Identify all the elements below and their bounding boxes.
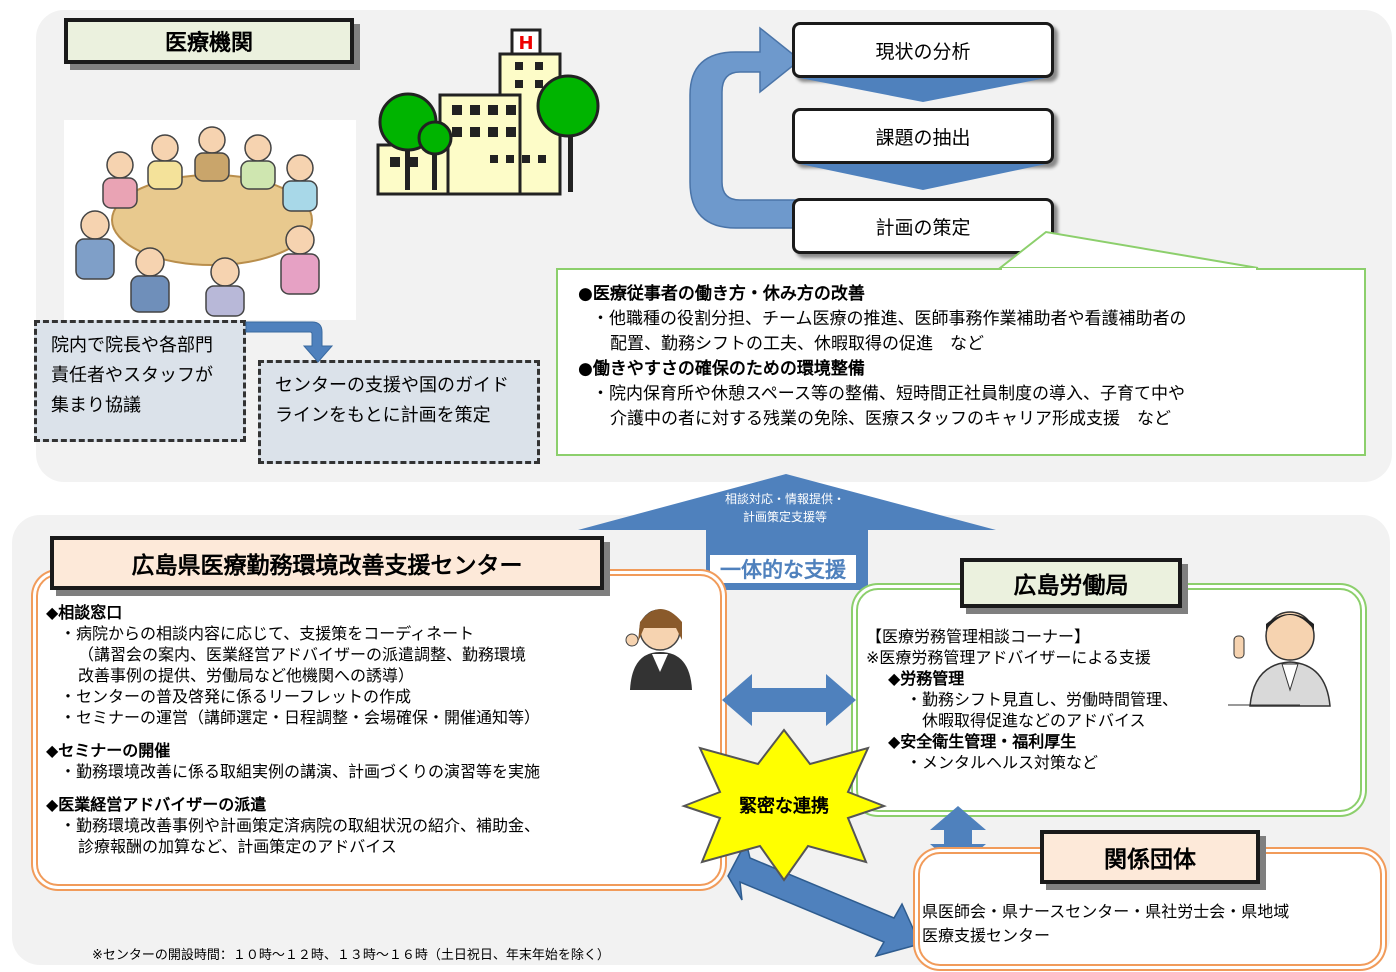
center-heading: ◆医業経営アドバイザーの派遣: [46, 795, 267, 814]
callout-line: 介護中の者に対する残業の免除、医療スタッフのキャリア形成支援 など: [610, 409, 1171, 429]
center-line: （講習会の案内、医業経営アドバイザーの派遣調整、勤務環境: [78, 645, 527, 664]
close-cooperation-label: 緊密な連携: [739, 796, 829, 817]
labor-line: 【医療労務管理相談コーナー】: [866, 627, 1091, 646]
callout-heading-2: ●働きやすさの確保のための環境整備: [578, 359, 865, 379]
integrated-support-label: 一体的な支援: [708, 553, 858, 585]
center-title: 広島県医療勤務環境改善支援センター: [50, 536, 604, 590]
support-arrow-line: 計画策定支援等: [742, 510, 827, 524]
callout-heading-1: ●医療従事者の働き方・休み方の改善: [578, 284, 865, 304]
center-heading: ◆セミナーの開催: [46, 741, 171, 760]
center-line: 診療報酬の加算など、計画策定のアドバイス: [78, 837, 397, 856]
callout-top-border: [1256, 268, 1366, 270]
support-arrow-text: 相談対応・情報提供・ 計画策定支援等: [700, 490, 870, 526]
dashed-box-plan-basis: センターの支援や国のガイドラインをもとに計画を策定: [258, 360, 540, 464]
step-current-analysis: 現状の分析: [792, 22, 1054, 78]
labor-line: ・メンタルヘルス対策など: [906, 753, 1099, 772]
labor-line: 休暇取得促進などのアドバイス: [922, 711, 1146, 730]
related-orgs-text: 県医師会・県ナースセンター・県社労士会・県地域 医療支援センター: [922, 900, 1378, 948]
center-line: 改善事例の提供、労働局など他機関への誘導）: [78, 666, 415, 685]
support-arrow-line: 相談対応・情報提供・: [724, 492, 845, 506]
center-line: ・勤務環境改善事例や計画策定済病院の取組状況の紹介、補助金、: [60, 816, 541, 835]
dashed-box-internal-meeting: 院内で院長や各部門責任者やスタッフが集まり協議: [34, 320, 246, 442]
labor-bureau-details: 【医療労務管理相談コーナー】 ※医療労務管理アドバイザーによる支援 ◆労務管理 …: [866, 626, 1226, 773]
orgs-line: 医療支援センター: [922, 926, 1051, 945]
improvement-callout: ●医療従事者の働き方・休み方の改善 ・他職種の役割分担、チーム医療の推進、医師事…: [556, 268, 1366, 456]
labor-bureau-title: 広島労働局: [960, 558, 1182, 608]
svg-text:H: H: [518, 33, 533, 54]
callout-top-border: [556, 268, 1002, 270]
step-issue-extraction: 課題の抽出: [792, 108, 1054, 164]
center-line: ・病院からの相談内容に応じて、支援策をコーディネート: [60, 624, 475, 643]
callout-line: ・他職種の役割分担、チーム医療の推進、医師事務作業補助者や看護補助者の: [592, 309, 1187, 329]
labor-heading: ◆安全衛生管理・福利厚生: [888, 732, 1077, 751]
labor-heading: ◆労務管理: [888, 669, 965, 688]
labor-line: ※医療労務管理アドバイザーによる支援: [866, 648, 1151, 667]
center-line: ・勤務環境改善に係る取組実例の講演、計画づくりの演習等を実施: [60, 762, 541, 781]
orgs-line: 県医師会・県ナースセンター・県社労士会・県地域: [922, 902, 1290, 921]
callout-line: ・院内保育所や休憩スペース等の整備、短時間正社員制度の導入、子育て中や: [592, 384, 1185, 404]
center-details: ◆相談窓口 ・病院からの相談内容に応じて、支援策をコーディネート （講習会の案内…: [46, 602, 646, 857]
medical-institution-title: 医療機関: [64, 18, 354, 64]
related-orgs-title: 関係団体: [1040, 830, 1260, 884]
step-plan-formulation: 計画の策定: [792, 198, 1054, 254]
center-line: ・セミナーの運営（講師選定・日程調整・会場確保・開催通知等）: [60, 708, 541, 727]
callout-line: 配置、勤務シフトの工夫、休暇取得の促進 など: [610, 334, 984, 354]
center-labor-double-arrow: [722, 674, 856, 726]
center-line: ・センターの普及啓発に係るリーフレットの作成: [60, 687, 412, 706]
opening-hours-footnote: ※センターの開設時間：１０時～１２時、１３時～１６時（土日祝日、年末年始を除く）: [92, 948, 610, 963]
labor-line: ・勤務シフト見直し、労働時間管理、: [906, 690, 1179, 709]
center-heading: ◆相談窓口: [46, 603, 123, 622]
